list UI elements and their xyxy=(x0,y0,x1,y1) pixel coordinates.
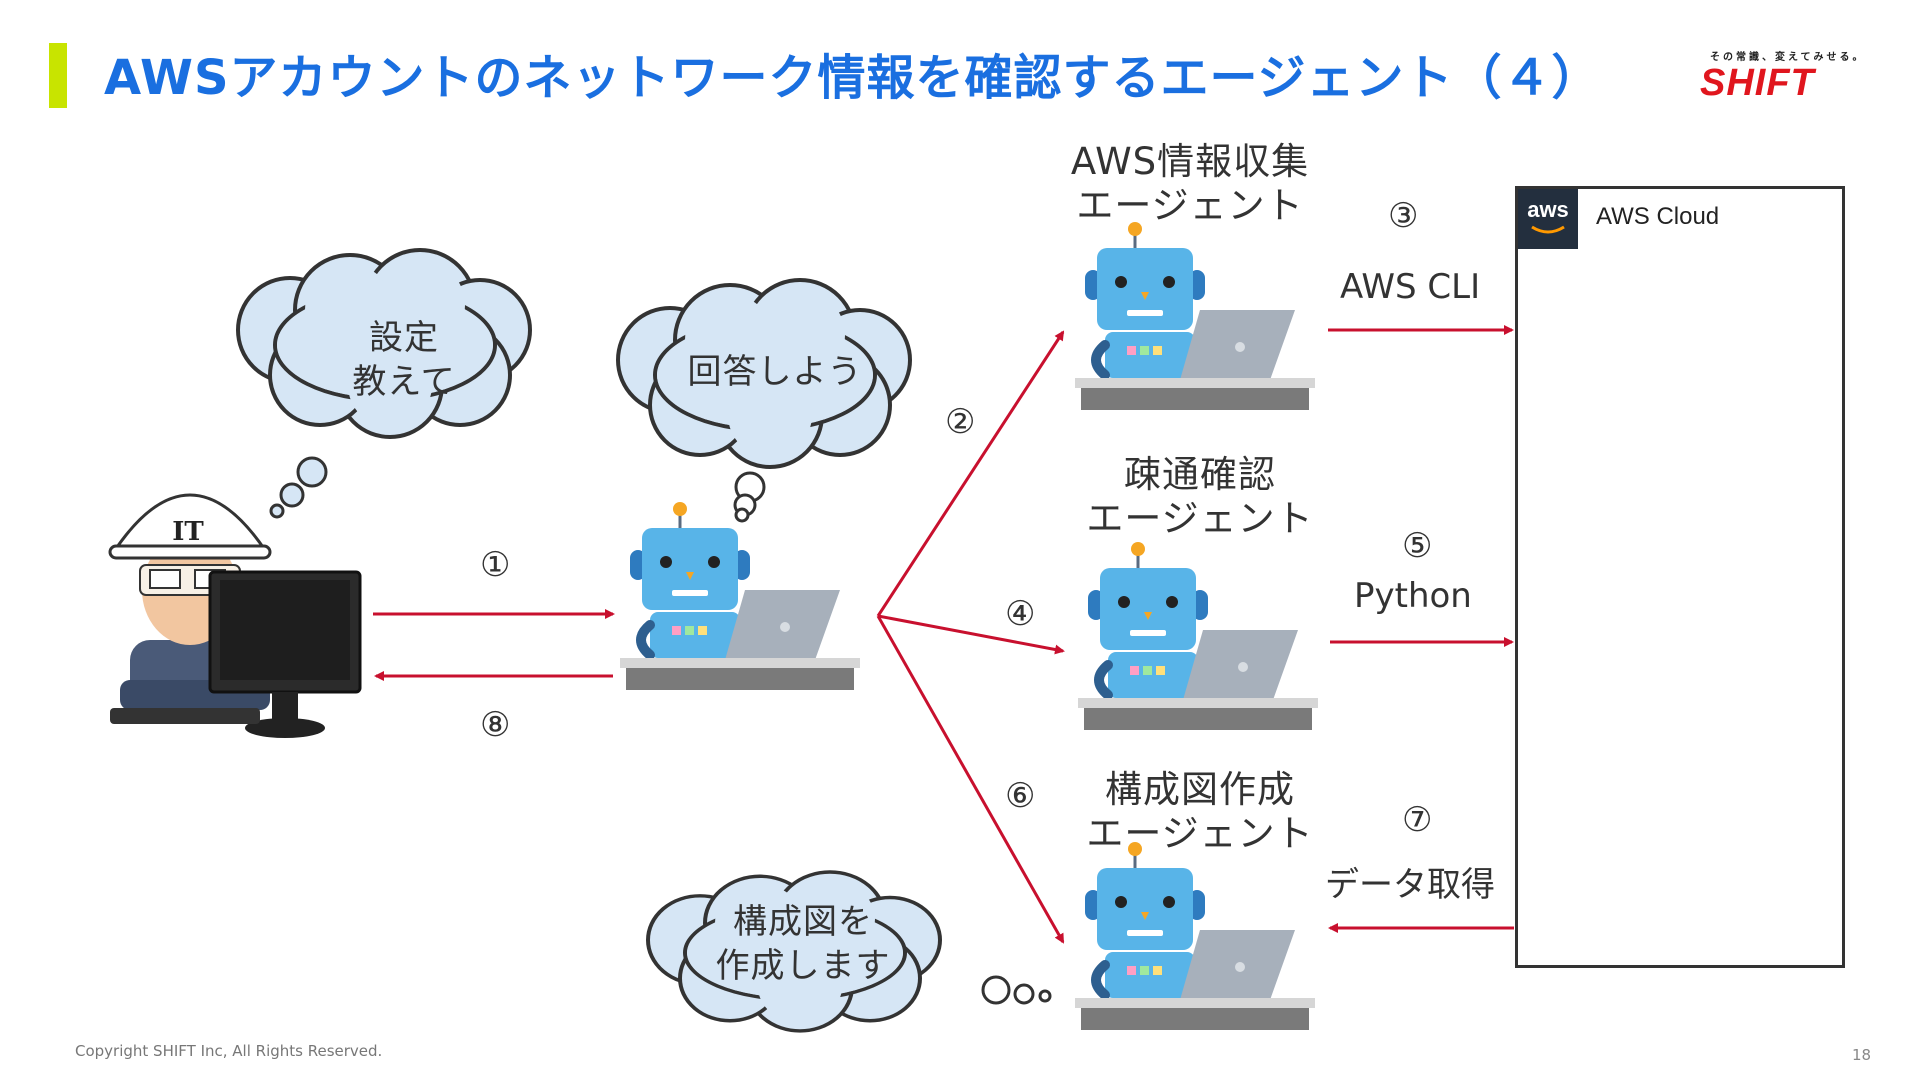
diagram-bubble-text: 構成図を 作成します xyxy=(698,900,908,988)
agent-title-line: エージェント xyxy=(1076,184,1304,227)
user-thought-dots xyxy=(269,456,328,519)
aws-info-agent-title: AWS情報収集 エージェント xyxy=(1070,140,1310,228)
aws-logo-text: aws xyxy=(1527,197,1569,222)
brand-logo: その常識、変えてみせる。 SHIFT xyxy=(1700,48,1870,104)
data-fetch-label: データ取得 xyxy=(1325,865,1495,905)
user-bubble-line: 設定 xyxy=(369,318,439,358)
diagram-agent-title: 構成図作成 エージェント xyxy=(1080,768,1320,856)
agent-title-line: AWS情報収集 xyxy=(1070,140,1310,183)
user-bubble-text: 設定 教えて xyxy=(334,316,474,404)
orchestrator-bubble-text: 回答しよう xyxy=(687,352,863,392)
diagram-agent-robot xyxy=(1075,842,1315,1030)
orchestrator-thought-dots xyxy=(733,471,766,523)
step-6-label: ⑥ xyxy=(1005,776,1036,816)
arrow-to-connectivity-agent xyxy=(877,614,1065,655)
step-5-label: ⑤ xyxy=(1402,526,1433,566)
connectivity-agent-title: 疎通確認 エージェント xyxy=(1080,453,1320,541)
slide-title: AWSアカウントのネットワーク情報を確認するエージェント（４） xyxy=(104,50,1601,106)
copyright: Copyright SHIFT Inc, All Rights Reserved… xyxy=(75,1042,383,1060)
step-3-label: ③ xyxy=(1388,196,1419,236)
step-8-label: ⑧ xyxy=(480,705,511,745)
python-label: Python xyxy=(1354,576,1472,616)
aws-smile-icon xyxy=(1531,225,1565,234)
brand-wordmark: SHIFT xyxy=(1700,62,1815,104)
aws-cloud-group: aws AWS Cloud xyxy=(1515,186,1845,968)
helmet-label: IT xyxy=(172,517,204,547)
diagram-thought-dots xyxy=(981,975,1052,1005)
aws-cli-label: AWS CLI xyxy=(1340,267,1481,307)
step-7-label: ⑦ xyxy=(1402,800,1433,840)
user-bubble-line: 教えて xyxy=(352,362,456,402)
brand-tagline: その常識、変えてみせる。 xyxy=(1710,52,1866,63)
agent-title-line: 疎通確認 xyxy=(1124,453,1276,496)
step-4-label: ④ xyxy=(1005,594,1036,634)
diagram-bubble-line: 作成します xyxy=(715,946,891,986)
aws-cloud-label: AWS Cloud xyxy=(1596,203,1720,230)
title-accent-bar xyxy=(49,43,67,108)
agent-title-line: エージェント xyxy=(1086,812,1314,855)
aws-logo-icon: aws xyxy=(1518,189,1578,249)
step-1-label: ① xyxy=(480,545,511,585)
aws-info-agent-robot xyxy=(1075,222,1315,410)
arrow-to-aws-info-agent xyxy=(876,330,1065,617)
page-number: 18 xyxy=(1852,1046,1872,1064)
arrow-to-diagram-agent xyxy=(876,615,1065,944)
diagram-bubble-line: 構成図を xyxy=(733,902,873,942)
it-worker-illustration: IT xyxy=(108,493,362,738)
orchestrator-robot xyxy=(620,502,860,690)
connectivity-agent-robot xyxy=(1078,542,1318,730)
step-2-label: ② xyxy=(945,402,976,442)
agent-title-line: エージェント xyxy=(1086,497,1314,540)
agent-title-line: 構成図作成 xyxy=(1105,768,1295,811)
